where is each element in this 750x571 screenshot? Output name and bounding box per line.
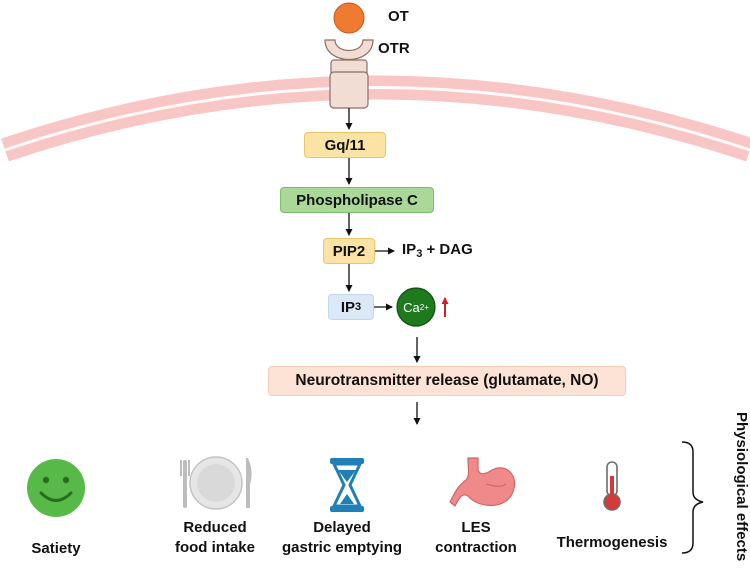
phospholipase-c-label: Phospholipase C bbox=[296, 191, 418, 209]
ip3-base: IP bbox=[340, 298, 356, 316]
ip3-dag-ip: IP bbox=[402, 241, 417, 258]
calcium-base: Ca bbox=[403, 299, 420, 315]
ot-label: OT bbox=[388, 8, 409, 25]
gq11-label: Gq/11 bbox=[324, 136, 366, 154]
smiley-face-icon bbox=[27, 459, 85, 517]
effect-delayed-gastric-emptying-label: Delayed gastric emptying bbox=[281, 519, 403, 556]
pip2-label: PIP2 bbox=[332, 242, 366, 260]
otr-receptor-icon bbox=[324, 39, 374, 109]
otr-label: OTR bbox=[378, 40, 410, 57]
phospholipase-c-box: Phospholipase C bbox=[280, 187, 434, 213]
hourglass-icon bbox=[330, 458, 364, 512]
calcium-sup: 2+ bbox=[419, 302, 429, 312]
stomach-icon bbox=[449, 457, 516, 507]
calcium-icon bbox=[396, 287, 436, 327]
plate-cutlery-icon bbox=[180, 456, 252, 510]
pip2-box: PIP2 bbox=[323, 238, 375, 264]
neurotransmitter-release-label: Neurotransmitter release (glutamate, NO) bbox=[295, 372, 599, 389]
ot-ligand-icon bbox=[333, 2, 365, 34]
thermometer-icon bbox=[603, 461, 621, 511]
gq11-box: Gq/11 bbox=[304, 132, 386, 158]
effect-satiety-label: Satiety bbox=[31, 540, 81, 557]
effects-bracket bbox=[681, 441, 704, 554]
neurotransmitter-release-box: Neurotransmitter release (glutamate, NO) bbox=[268, 366, 626, 396]
effect-les-contraction-label: LES contraction bbox=[435, 519, 517, 556]
physiological-effects-label: Physiological effects bbox=[733, 412, 750, 562]
ip3-dag-rest: + DAG bbox=[422, 241, 473, 258]
effect-thermogenesis-label: Thermogenesis bbox=[556, 534, 668, 551]
ip3-dag-label: IP3 + DAG bbox=[402, 241, 473, 260]
cell-membrane bbox=[1, 75, 750, 162]
ip3-dag-sub: 3 bbox=[416, 248, 423, 260]
ip3-sub: 3 bbox=[355, 301, 362, 313]
effect-reduced-food-intake-label: Reduced food intake bbox=[174, 519, 255, 556]
